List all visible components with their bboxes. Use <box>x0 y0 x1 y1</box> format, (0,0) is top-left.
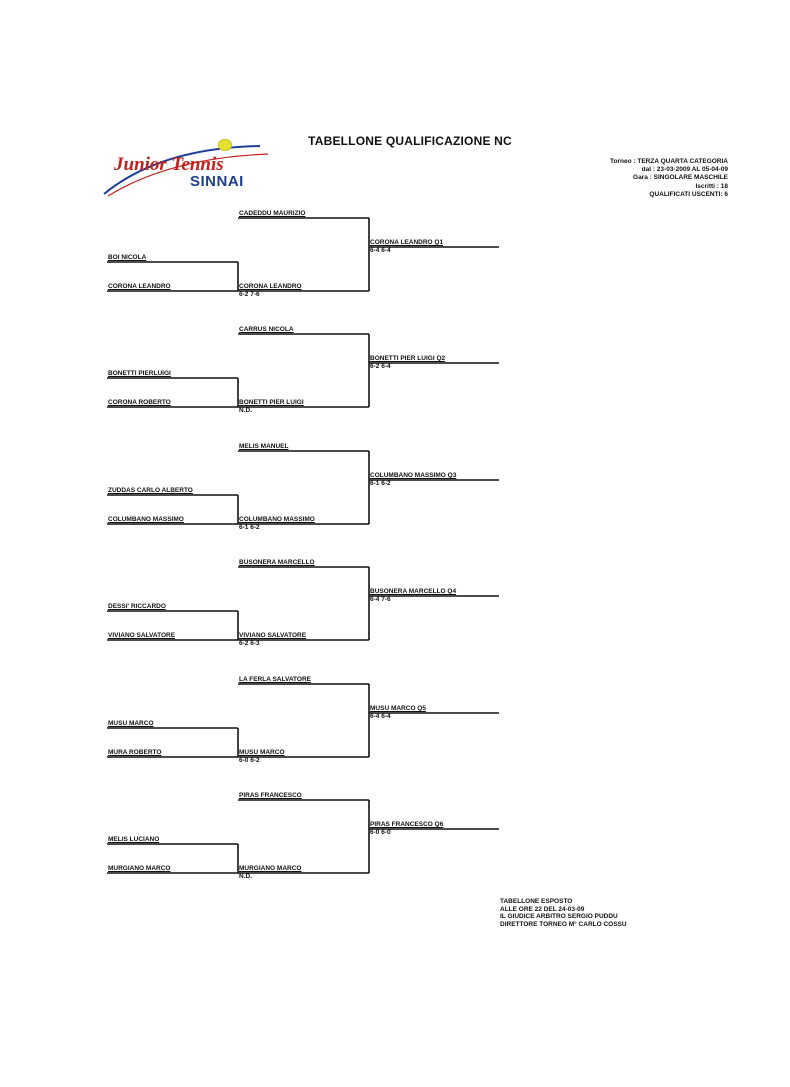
r1-match-score: 6-1 6-2 <box>239 524 260 531</box>
info-event: Gara : SINGOLARE MASCHILE <box>633 174 728 182</box>
qualifier-match-score: 6-1 6-2 <box>370 480 391 487</box>
footer-line: TABELLONE ESPOSTO <box>500 898 573 905</box>
qualifier-match-score: 6-4 6-4 <box>370 713 391 720</box>
player-r1-bottom-name: CORONA ROBERTO <box>108 399 171 406</box>
player-bye-name: CADEDDU MAURIZIO <box>239 210 306 217</box>
player-bye-name: CARRUS NICOLA <box>239 326 294 333</box>
player-r1-bottom-name: MURA ROBERTO <box>108 749 162 756</box>
tournament-info: Torneo : TERZA QUARTA CATEGORIA dal : 23… <box>560 158 728 199</box>
footer-line: IL GIUDICE ARBITRO SERGIO PUDDU <box>500 913 618 921</box>
r1-winner-name: VIVIANO SALVATORE <box>239 632 307 639</box>
r1-match-score: 6-2 6-3 <box>239 640 260 647</box>
player-r1-top-name: BONETTI PIERLUIGI <box>108 370 171 377</box>
logo-swoosh <box>103 145 269 197</box>
player-r1-bottom-name: CORONA LEANDRO <box>108 283 171 290</box>
footer-line: ALLE ORE 22 DEL 24-03-09 <box>500 905 585 913</box>
player-bye-name: LA FERLA SALVATORE <box>239 676 311 683</box>
info-entries: Iscritti : 18 <box>695 182 728 190</box>
r1-match-score: 6-2 7-6 <box>239 291 260 298</box>
player-bye-name: PIRAS FRANCESCO <box>239 792 302 799</box>
club-logo: Junior Tennis SINNAI <box>100 138 280 198</box>
player-r1-top-name: DESSI' RICCARDO <box>108 603 166 610</box>
footer-notice: TABELLONE ESPOSTO ALLE ORE 22 DEL 24-03-… <box>500 898 700 928</box>
info-qualifiers: QUALIFICATI USCENTI: 6 <box>649 190 728 198</box>
player-r1-top-name: BOI NICOLA <box>108 254 147 261</box>
player-bye-name: BUSONERA MARCELLO <box>239 559 315 566</box>
r1-match-score: N.D. <box>239 873 252 880</box>
info-dates: dal : 23-03-2009 AL 05-04-09 <box>641 166 728 174</box>
player-r1-top-name: MELIS LUCIANO <box>108 836 160 843</box>
tennis-ball-icon <box>218 139 232 151</box>
qualifier-match-score: 6-0 6-0 <box>370 829 391 836</box>
r1-winner-name: BONETTI PIER LUIGI <box>239 399 304 406</box>
player-r1-top-name: ZUDDAS CARLO ALBERTO <box>108 487 193 494</box>
player-r1-bottom-name: COLUMBANO MASSIMO <box>108 516 184 523</box>
qualifier-name: BUSONERA MARCELLO Q4 <box>370 588 457 595</box>
r1-winner-name: MURGIANO MARCO <box>239 865 302 872</box>
player-r1-bottom-name: VIVIANO SALVATORE <box>108 632 176 639</box>
r1-winner-name: COLUMBANO MASSIMO <box>239 516 315 523</box>
qualifier-match-score: 6-4 7-6 <box>370 596 391 603</box>
logo-text-sinnai: SINNAI <box>190 173 244 190</box>
page-title: TABELLONE QUALIFICAZIONE NC <box>308 134 512 148</box>
player-bye-name: MELIS MANUEL <box>239 443 289 450</box>
qualifier-match-score: 6-4 6-4 <box>370 247 391 254</box>
qualifier-name: COLUMBANO MASSIMO Q3 <box>370 472 457 479</box>
qualifier-name: CORONA LEANDRO Q1 <box>370 239 444 246</box>
r1-match-score: N.D. <box>239 407 252 414</box>
qualifier-name: PIRAS FRANCESCO Q6 <box>370 821 444 828</box>
r1-winner-name: MUSU MARCO <box>239 749 285 756</box>
qualifier-match-score: 6-2 6-4 <box>370 363 391 370</box>
footer-line: DIRETTORE TORNEO M° CARLO COSSU <box>500 920 627 928</box>
player-r1-bottom-name: MURGIANO MARCO <box>108 865 171 872</box>
qualifier-name: BONETTI PIER LUIGI Q2 <box>370 355 446 362</box>
logo-text-junior-tennis: Junior Tennis <box>114 154 224 175</box>
player-r1-top-name: MUSU MARCO <box>108 720 154 727</box>
r1-winner-name: CORONA LEANDRO <box>239 283 302 290</box>
qualifier-name: MUSU MARCO Q5 <box>370 705 426 712</box>
info-tournament: Torneo : TERZA QUARTA CATEGORIA <box>610 158 728 165</box>
r1-match-score: 6-0 6-2 <box>239 757 260 764</box>
